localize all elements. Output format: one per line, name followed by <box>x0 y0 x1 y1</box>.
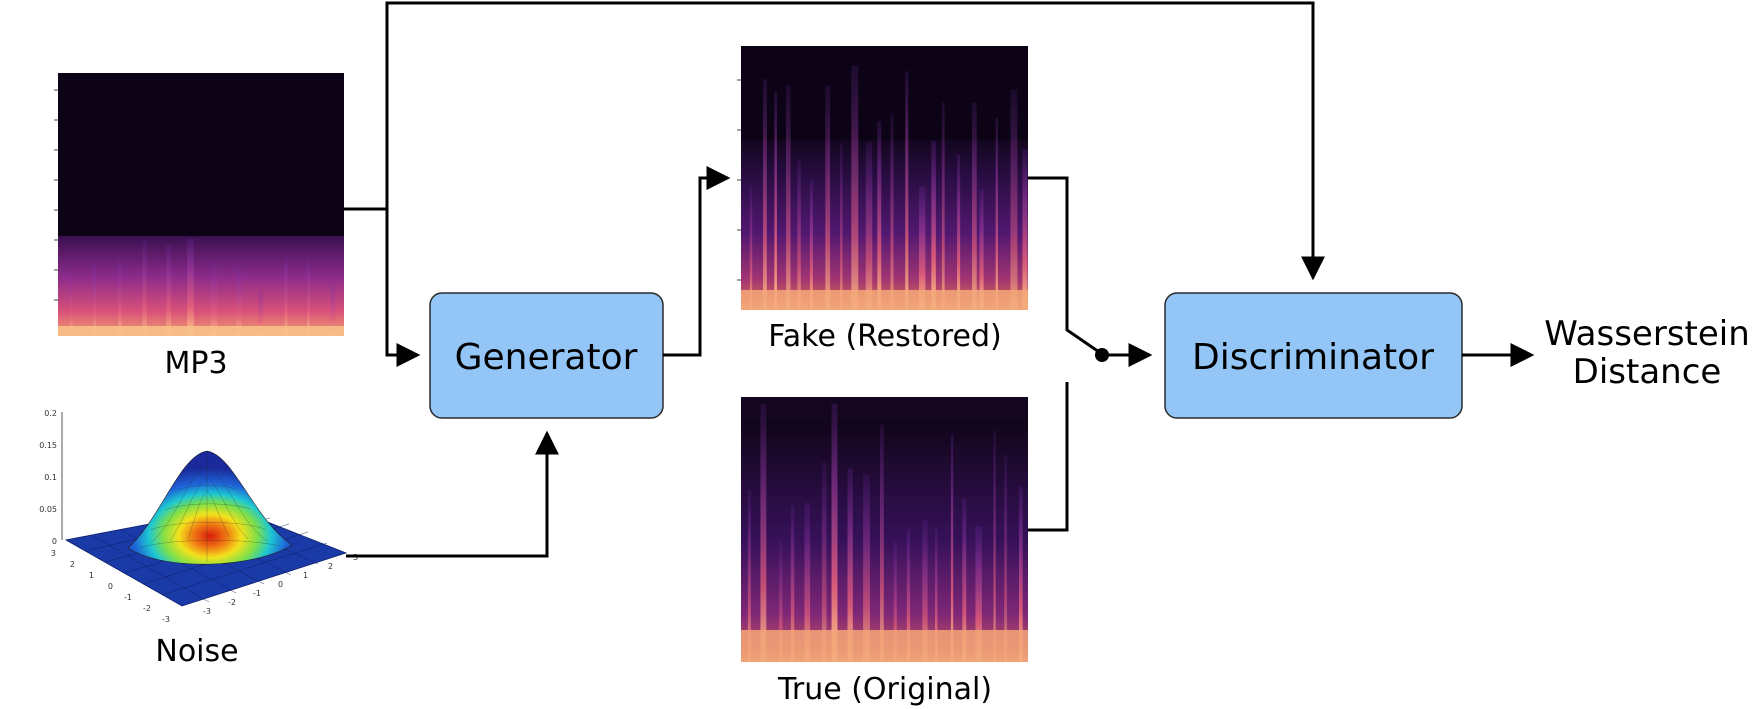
true-original-spectrogram <box>741 397 1028 662</box>
noise-x-tick: 2 <box>70 560 75 569</box>
noise-x-tick: 0 <box>108 582 113 591</box>
discriminator-block: Discriminator <box>1164 292 1463 419</box>
generator-block: Generator <box>429 292 664 419</box>
noise-to-generator-line <box>346 430 559 558</box>
output-line1: Wasserstein <box>1544 314 1750 354</box>
noise-x-tick: 1 <box>89 571 94 580</box>
fake-caption: Fake (Restored) <box>768 319 1001 354</box>
noise-z-tick: 0.05 <box>39 505 57 514</box>
generator-label: Generator <box>455 337 638 378</box>
noise-x-tick: 3 <box>51 549 56 558</box>
mp3-to-discriminator-line <box>385 1 1325 281</box>
noise-y-tick: -2 <box>228 598 236 607</box>
mp3-to-generator-line <box>344 207 421 367</box>
noise-z-tick: 0 <box>52 537 57 546</box>
noise-x-tick: -2 <box>143 604 151 613</box>
true-to-switch-line <box>1028 382 1069 532</box>
noise-y-tick: 2 <box>328 562 333 571</box>
output-line2: Distance <box>1573 352 1722 392</box>
noise-y-tick: -3 <box>203 607 211 616</box>
mp3-caption: MP3 <box>164 346 227 381</box>
noise-z-tick: 0.2 <box>44 409 57 418</box>
discriminator-label: Discriminator <box>1192 337 1434 378</box>
noise-x-tick: -3 <box>162 615 170 624</box>
mp3-spectrogram <box>54 73 344 336</box>
true-caption: True (Original) <box>777 672 992 707</box>
generator-to-fake-line <box>663 166 731 357</box>
noise-caption: Noise <box>155 634 238 669</box>
switch-node <box>1095 348 1109 362</box>
noise-y-tick: 0 <box>278 580 283 589</box>
noise-y-tick: 1 <box>303 571 308 580</box>
noise-gaussian-plot: 0.2 0.15 0.1 0.05 0 3 2 1 0 -1 -2 -3 -3 -2 -1 0 1 2 <box>39 409 358 624</box>
noise-z-tick: 0.15 <box>39 441 57 450</box>
noise-y-tick: -1 <box>253 589 261 598</box>
fake-to-switch-line <box>1028 176 1103 356</box>
noise-x-tick: -1 <box>124 593 132 602</box>
noise-z-tick: 0.1 <box>44 473 57 482</box>
connectors <box>344 1 1535 558</box>
fake-restored-spectrogram <box>737 46 1028 311</box>
